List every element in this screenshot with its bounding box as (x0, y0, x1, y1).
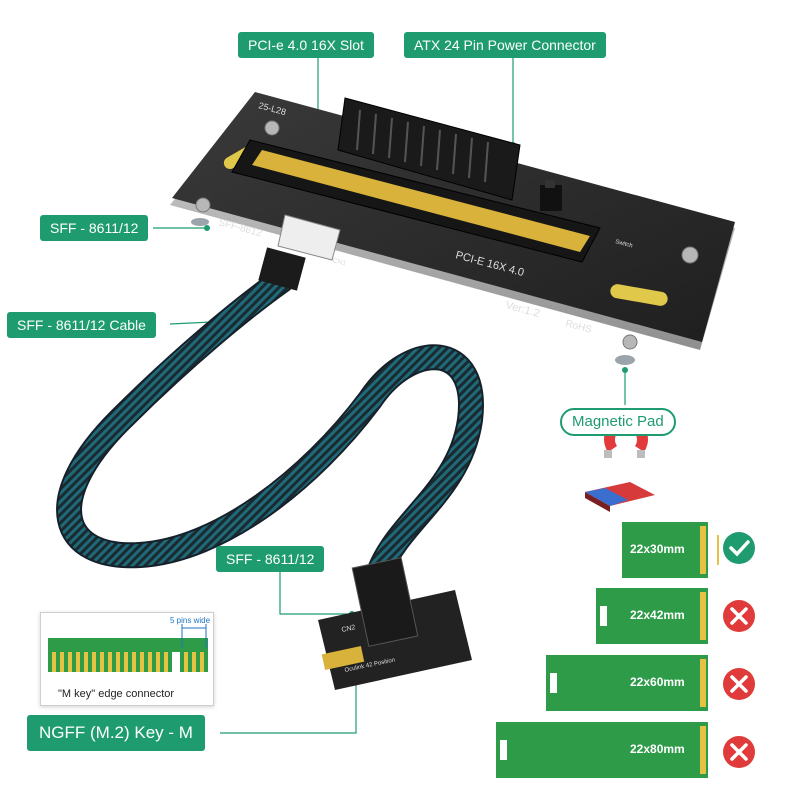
card-label: 22x42mm (630, 608, 685, 622)
board-switch-print: Switch (614, 239, 633, 249)
m2-oculink-connector (351, 557, 419, 647)
board-cn1: CN1 (331, 257, 346, 267)
card-22x80 (496, 722, 708, 778)
power-switch (540, 185, 562, 211)
card-label: 22x80mm (630, 742, 685, 756)
mkey-caption: "M key" edge connector (58, 688, 175, 700)
braided-cable (56, 267, 484, 583)
pins-wide-note: 5 pins wide (170, 616, 211, 625)
card-22x30 (622, 522, 719, 578)
card-22x42 (596, 588, 708, 644)
slot-hole-right (610, 284, 668, 306)
callout-atx-power: ATX 24 Pin Power Connector (404, 32, 606, 58)
check-icon (723, 532, 755, 564)
callout-sff-top: SFF - 8611/12 (40, 215, 149, 241)
callout-ngff: NGFF (M.2) Key - M (27, 715, 205, 751)
callout-magnetic-pad: Magnetic Pad (560, 408, 676, 436)
cross-icon (723, 600, 755, 632)
card-22x60 (546, 655, 708, 711)
leader-cable (169, 321, 213, 325)
board-rohs: RoHS (564, 318, 593, 336)
cross-icon (723, 736, 755, 768)
callout-sff-bottom: SFF - 8611/12 (216, 546, 325, 572)
magnetic-foot (615, 355, 635, 365)
sff-connector-board (277, 214, 341, 261)
cross-icon (723, 668, 755, 700)
callout-pcie-slot: PCI-e 4.0 16X Slot (238, 32, 374, 58)
leader-ngff (220, 672, 357, 734)
screw-holes (195, 120, 699, 350)
card-label: 22x30mm (630, 542, 685, 556)
m2-cn2: CN2 (341, 624, 356, 634)
leader-sff-bottom (279, 570, 350, 615)
callout-sff-cable: SFF - 8611/12 Cable (7, 312, 156, 338)
card-label: 22x60mm (630, 675, 685, 689)
atx-connector (337, 97, 521, 201)
size-cards (496, 522, 719, 778)
m2-adapter: CN2 Oculink 42 Position (318, 557, 472, 690)
riser-board: 25-L28 PCI-E 16X 4.0 Ver:1.2 RoHS SFF-86… (170, 92, 735, 365)
